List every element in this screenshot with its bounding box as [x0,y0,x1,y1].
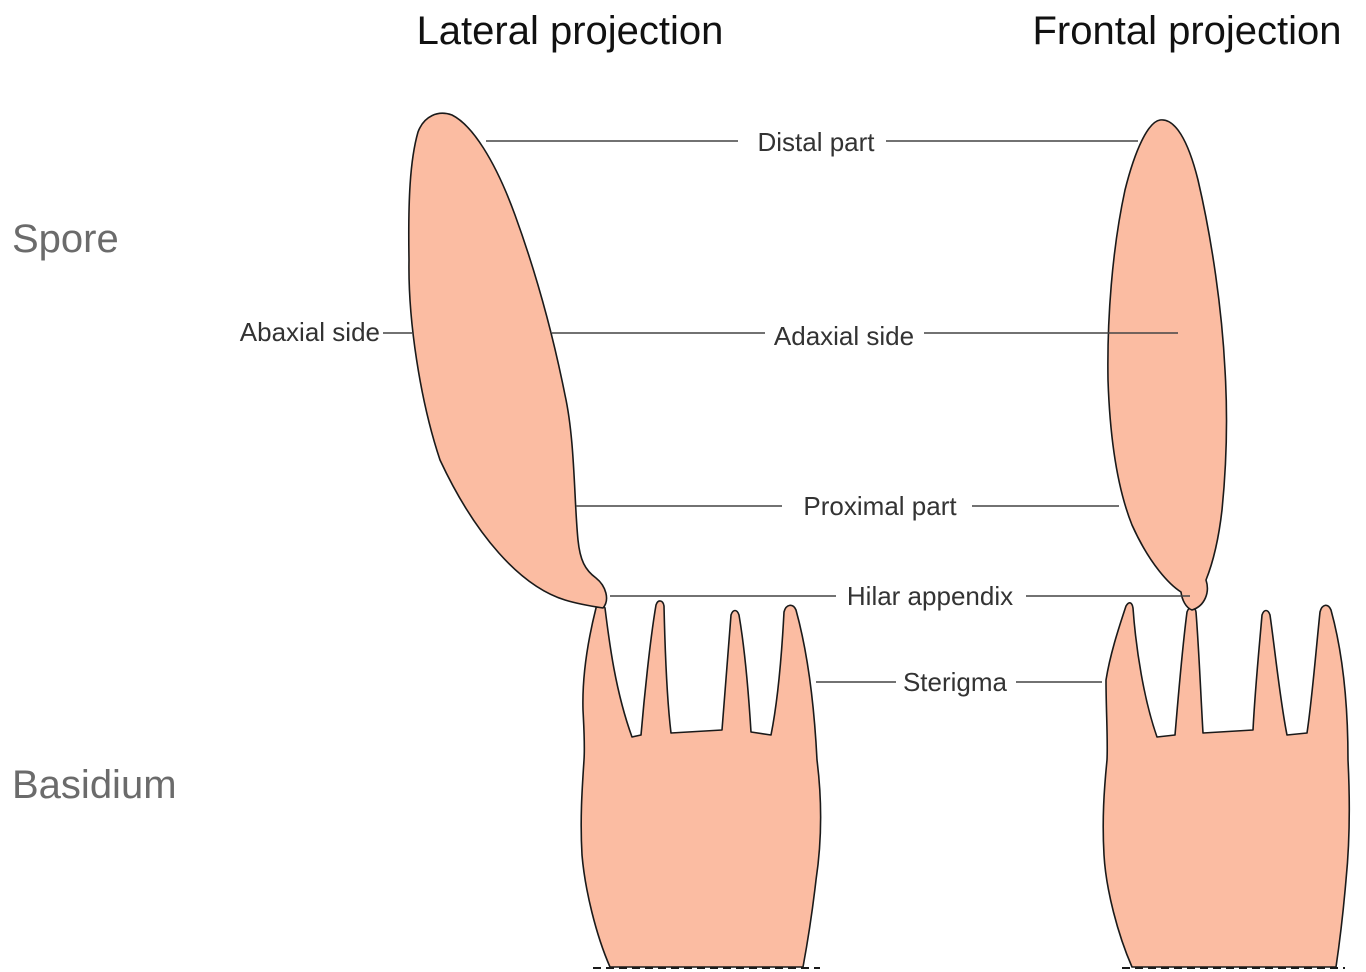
frontal-projection-title: Frontal projection [1032,9,1341,53]
sterigma-label: Sterigma [903,667,1008,697]
frontal-basidium [1103,603,1349,967]
frontal-projection [1103,120,1349,968]
lateral-projection-title: Lateral projection [417,9,724,53]
lateral-spore [409,113,607,608]
abaxial-side-label: Abaxial side [240,317,380,347]
adaxial-side-label: Adaxial side [774,321,914,351]
frontal-spore [1108,120,1227,610]
lateral-projection [409,113,821,968]
basidium-row-label: Basidium [12,763,177,807]
spore-row-label: Spore [12,217,119,261]
lateral-basidium [581,601,820,967]
proximal-part-label: Proximal part [803,491,957,521]
distal-part-label: Distal part [757,127,875,157]
hilar-appendix-label: Hilar appendix [847,581,1013,611]
